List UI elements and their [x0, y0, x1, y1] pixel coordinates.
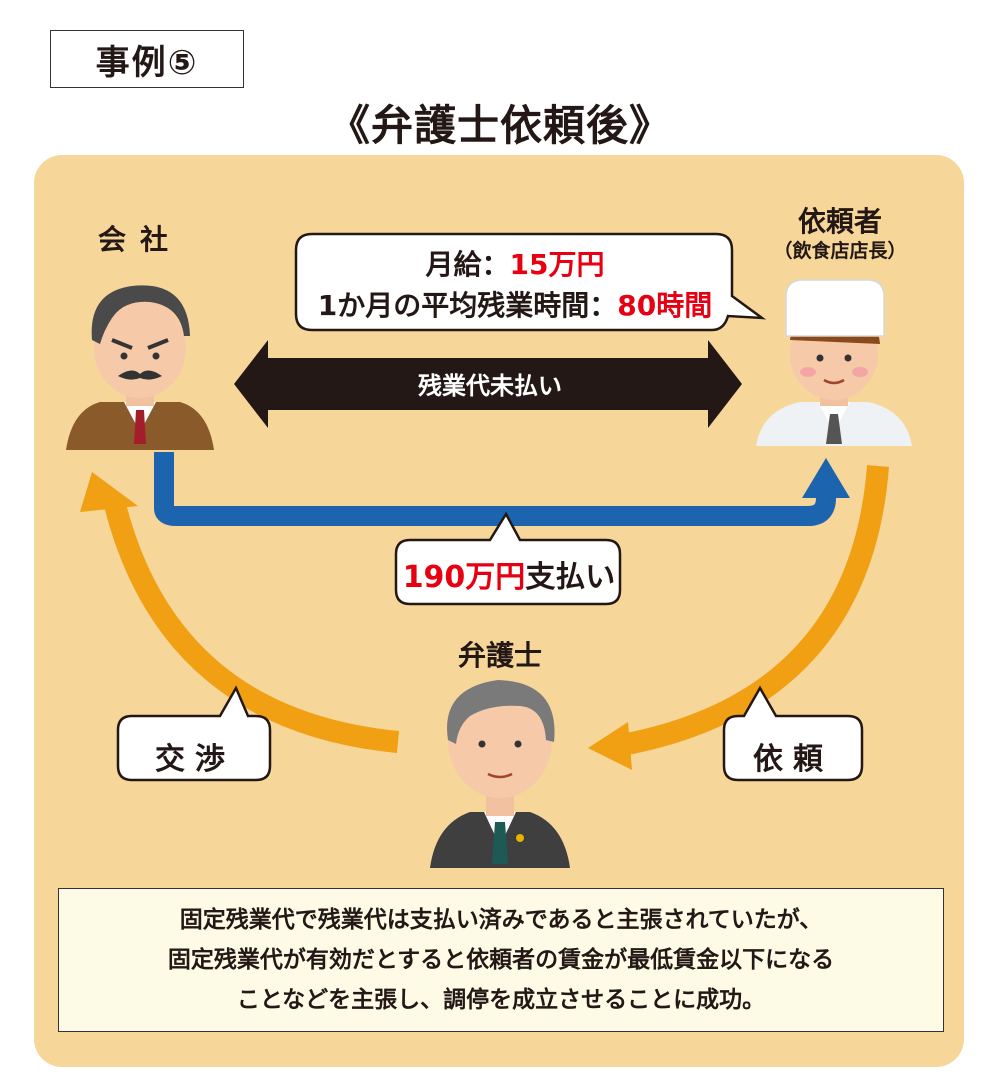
- summary-box: 固定残業代で残業代は支払い済みであると主張されていたが、 固定残業代が有効だとす…: [58, 888, 944, 1032]
- payment-bubble: [394, 511, 622, 606]
- case-label: 事例⑤: [50, 30, 244, 88]
- page-title: 《弁護士依頼後》: [327, 101, 672, 150]
- company-label: 会社: [97, 223, 182, 256]
- salary-label: 月給：: [425, 248, 510, 281]
- payment-arrowhead: [802, 458, 850, 498]
- salary-bubble: [294, 232, 767, 332]
- payment-line: 190万円支払い: [396, 552, 622, 596]
- unpaid-label: 残業代未払い: [418, 372, 562, 400]
- request-bubble: [722, 685, 864, 782]
- negotiation-label: 交渉: [155, 742, 235, 777]
- salary-line: 月給：15万円: [300, 243, 730, 283]
- company-person-icon: [66, 285, 214, 450]
- summary-line-2: 固定残業代が有効だとすると依頼者の賃金が最低賃金以下になる: [167, 947, 835, 973]
- client-person-icon: [756, 279, 912, 446]
- salary-value: 15万円: [509, 248, 605, 281]
- overtime-value: 80時間: [617, 289, 713, 322]
- summary-line-1: 固定残業代で残業代は支払い済みであると主張されていたが、: [179, 907, 823, 933]
- payment-amount: 190万円: [402, 560, 526, 595]
- negotiation-arrow-path: [104, 502, 400, 753]
- lawyer-person-icon: [430, 680, 570, 868]
- summary-line-3: ことなどを主張し、調停を成立させることに成功。: [236, 987, 766, 1013]
- payment-flow-path: [154, 452, 836, 526]
- lawyer-label: 弁護士: [457, 639, 542, 672]
- negotiation-arrowhead: [80, 472, 138, 512]
- request-label: 依頼: [753, 742, 833, 777]
- negotiation-bubble: [116, 685, 272, 782]
- client-sub-label: （飲食店店長）: [773, 240, 907, 262]
- client-label: 依頼者: [797, 205, 882, 238]
- request-arrow-path: [619, 465, 889, 756]
- unpaid-double-arrow: [234, 340, 742, 428]
- overtime-line: 1か月の平均残業時間：80時間: [300, 284, 730, 324]
- payment-label: 支払い: [525, 560, 616, 595]
- overtime-label: 1か月の平均残業時間：: [317, 289, 618, 322]
- request-arrowhead: [588, 722, 632, 770]
